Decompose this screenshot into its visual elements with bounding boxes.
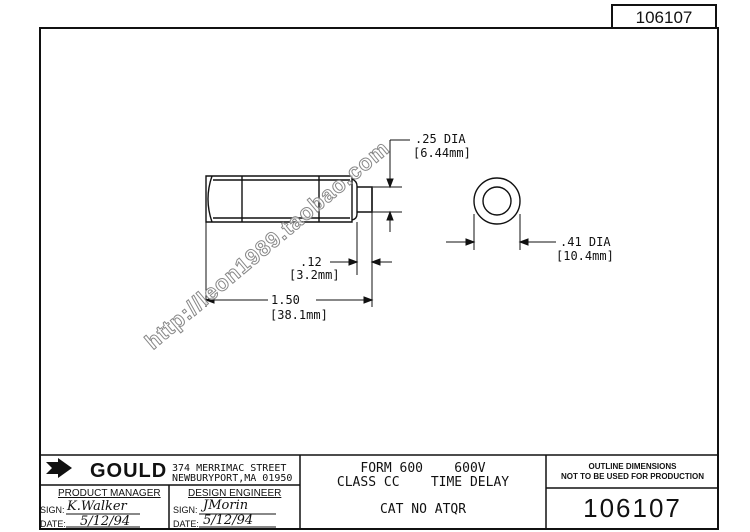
cap-length-inch: .12 [300,255,322,269]
gould-logo-icon [46,458,72,478]
end-arrow-left [465,238,476,246]
note-line-2: NOT TO BE USED FOR PRODUCTION [561,472,704,481]
dia-small-arrow-top [386,178,394,189]
length-inch: 1.50 [271,293,300,307]
cap-arrow-right [370,258,381,266]
product-manager-label: PRODUCT MANAGER [58,488,161,499]
fuse-ferrule [357,186,373,213]
dia-small-mm: [6.44mm] [413,146,471,160]
de-signature: JMorin [203,498,249,513]
de-sign-label: SIGN: [173,505,198,515]
dia-large-mm: [10.4mm] [556,249,614,263]
cap-length-mm: [3.2mm] [289,268,340,282]
dia-small-arrow-bottom [386,210,394,221]
length-arrow-right [363,296,374,304]
fuse-body-outline [205,175,353,223]
company-name: GOULD [90,460,168,482]
de-date-label: DATE: [173,519,199,529]
class-line: CLASS CC TIME DELAY [336,475,510,490]
address-line-1: 374 MERRIMAC STREET [172,463,287,474]
pm-signature: K.Walker [67,499,127,514]
cap-arrow-left [348,258,359,266]
drawing-number-tab: 106107 [611,4,717,27]
fuse-body-rounded-end [207,175,213,223]
drawing-frame [39,27,719,530]
end-view-outer [473,177,521,225]
fuse-right-cap [351,178,358,221]
end-arrow-right [518,238,529,246]
de-date: 5/12/94 [203,513,254,528]
note-line-1: OUTLINE DIMENSIONS [588,462,677,471]
dia-large-inch: .41 DIA [560,235,611,249]
pm-date: 5/12/94 [80,514,131,529]
form-line: FORM 600 600V [360,461,486,476]
pm-date-label: DATE: [40,519,66,529]
address-line-2: NEWBURYPORT,MA 01950 [172,473,293,484]
length-arrow-left [204,296,215,304]
length-mm: [38.1mm] [270,308,328,322]
pm-sign-label: SIGN: [40,505,65,515]
drawing-number: 106107 [583,493,682,523]
end-view-inner [482,186,512,216]
dia-small-inch: .25 DIA [415,132,466,146]
cat-number: CAT NO ATQR [379,502,467,517]
design-engineer-label: DESIGN ENGINEER [188,488,282,499]
